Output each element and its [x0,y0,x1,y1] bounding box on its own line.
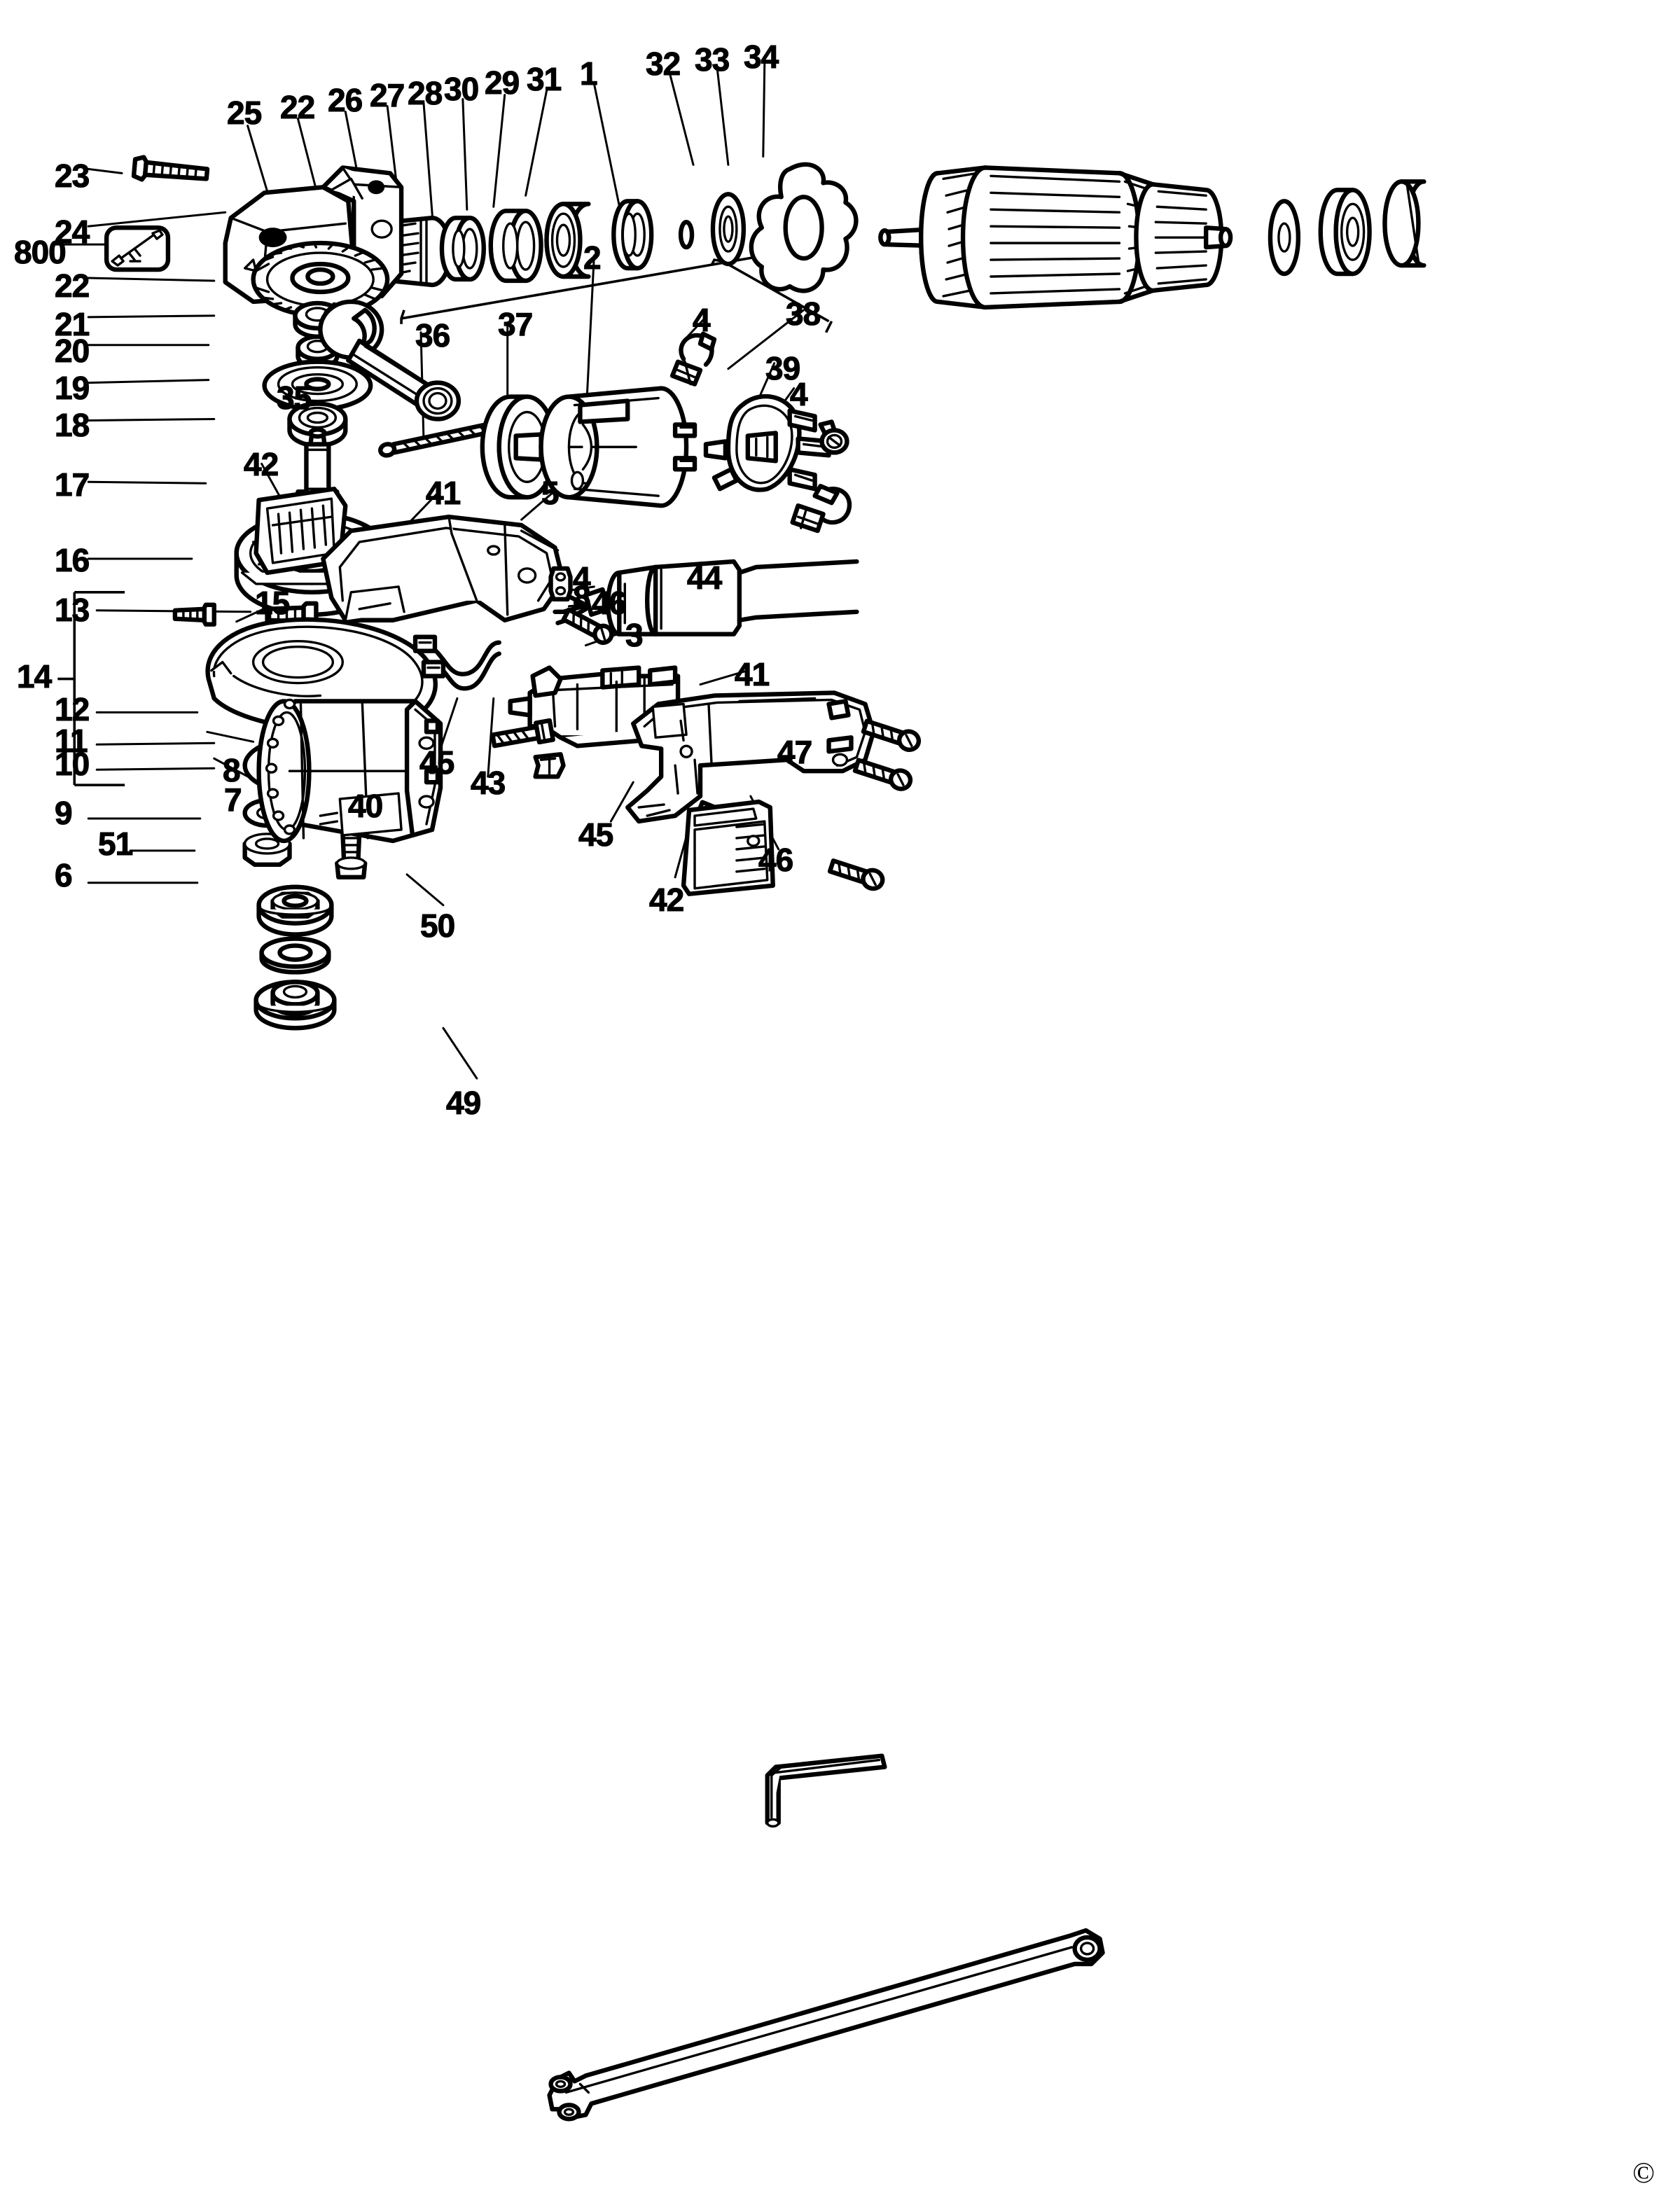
callout-self-tapping-screw: 46 [758,842,793,878]
callout-field-baffle: 37 [497,306,533,342]
accessory-tools [547,1753,1105,2122]
callout-bearing-race: 26 [327,82,363,118]
callout-bearing-cap: 34 [743,39,779,75]
callout-switch-assembly: 3 [625,617,644,653]
callout-handle-screws: 47 [777,734,812,770]
wiring-harness [412,634,501,691]
callout-retaining-pin: 30 [443,71,479,107]
callout-machine-screw: 23 [54,158,90,194]
callout-gear-case-cover: 24 [54,214,90,250]
callout-shim-washer-set: 25 [226,95,262,131]
callout-spanner-wrench: 49 [445,1085,481,1121]
callout-housing-half-left: 41 [425,475,461,511]
callout-guard-clamp-collar: 12 [54,691,90,727]
callout-spindle: 17 [54,466,90,503]
power-cord [553,559,859,636]
callout-crown-gear: 22 [54,267,90,304]
callout-vent-cover: 42 [243,446,279,482]
callout-needle-bearing: 28 [407,75,443,111]
callout-side-handle: 35 [276,380,312,416]
callout-backing-washer: 51 [97,826,133,862]
copyright-mark: © [1632,2157,1655,2189]
callout-spacer-ring: 27 [369,77,405,113]
callout-guard-screw: 7 [223,781,242,818]
callout-carbon-brush: 4 [789,376,808,412]
callout-terminal-clip: 4 [572,560,591,597]
callout-housing-screw: 45 [419,744,454,781]
callout-ball-bearing: 18 [54,407,90,443]
callout-self-tapping-screw: 46 [591,585,627,621]
callout-vent-cover: 42 [648,882,684,918]
housing-group [254,487,922,896]
callout-housing-screw: 45 [578,816,613,853]
callout-armature-washer: 32 [645,46,681,82]
callout-switch-slider-button: 43 [470,765,506,801]
callout-star-washer: 8 [222,752,241,788]
spanner-wrench [547,1928,1105,2122]
callout-field-stator-assembly: 2 [583,239,602,276]
callout-guard-assembly-bracket: 14 [16,658,52,695]
callout-lock-nut: 10 [54,746,90,782]
callout-baffle-plate: 31 [526,61,562,97]
callout-housing-half-right: 41 [734,656,770,692]
armature-shaft-components [238,162,1426,310]
callout-bearing-retainer-cap: 21 [54,306,90,342]
side-handle [318,299,461,422]
callout-cord-protector: 44 [686,559,722,596]
callout-brush-holder-screw: 39 [765,350,800,387]
armature [878,165,1233,310]
callout-gear-case: 16 [54,542,90,578]
service-label-pictogram [104,225,171,272]
handle-housing-right [625,690,876,824]
motor-housing [256,698,443,844]
callout-seal-washer: 20 [54,333,90,369]
callout-washer: 8 [572,579,591,615]
callout-armature: 1 [579,55,598,92]
callout-bearing-washer: 29 [484,64,520,101]
callout-flat-washer: 11 [54,723,88,759]
callout-motor-housing: 40 [347,788,383,824]
field-stator-group [378,331,852,534]
callout-spindle-flange-plate: 19 [54,370,90,406]
callout-brush-holder-assembly: 38 [785,295,821,332]
callout-cord-lead: 5 [541,475,560,511]
callout-inner-flange: 6 [54,857,73,893]
brush-holder [703,394,831,492]
callout-field-screw: 36 [415,317,450,354]
callout-service-label-pictogram: 800 [13,234,67,270]
field-stator [539,386,697,508]
callout-carbon-brush: 4 [692,302,711,338]
callout-gear-case-screw: 15 [254,585,290,621]
callout-pinion-gear: 22 [279,89,315,125]
callout-guard-clamp-screw: 13 [54,592,90,628]
callout-hex-key: 50 [419,907,455,944]
callout-outer-clamp-nut: 9 [54,795,73,831]
callout-ball-bearing-rear: 33 [694,41,730,78]
